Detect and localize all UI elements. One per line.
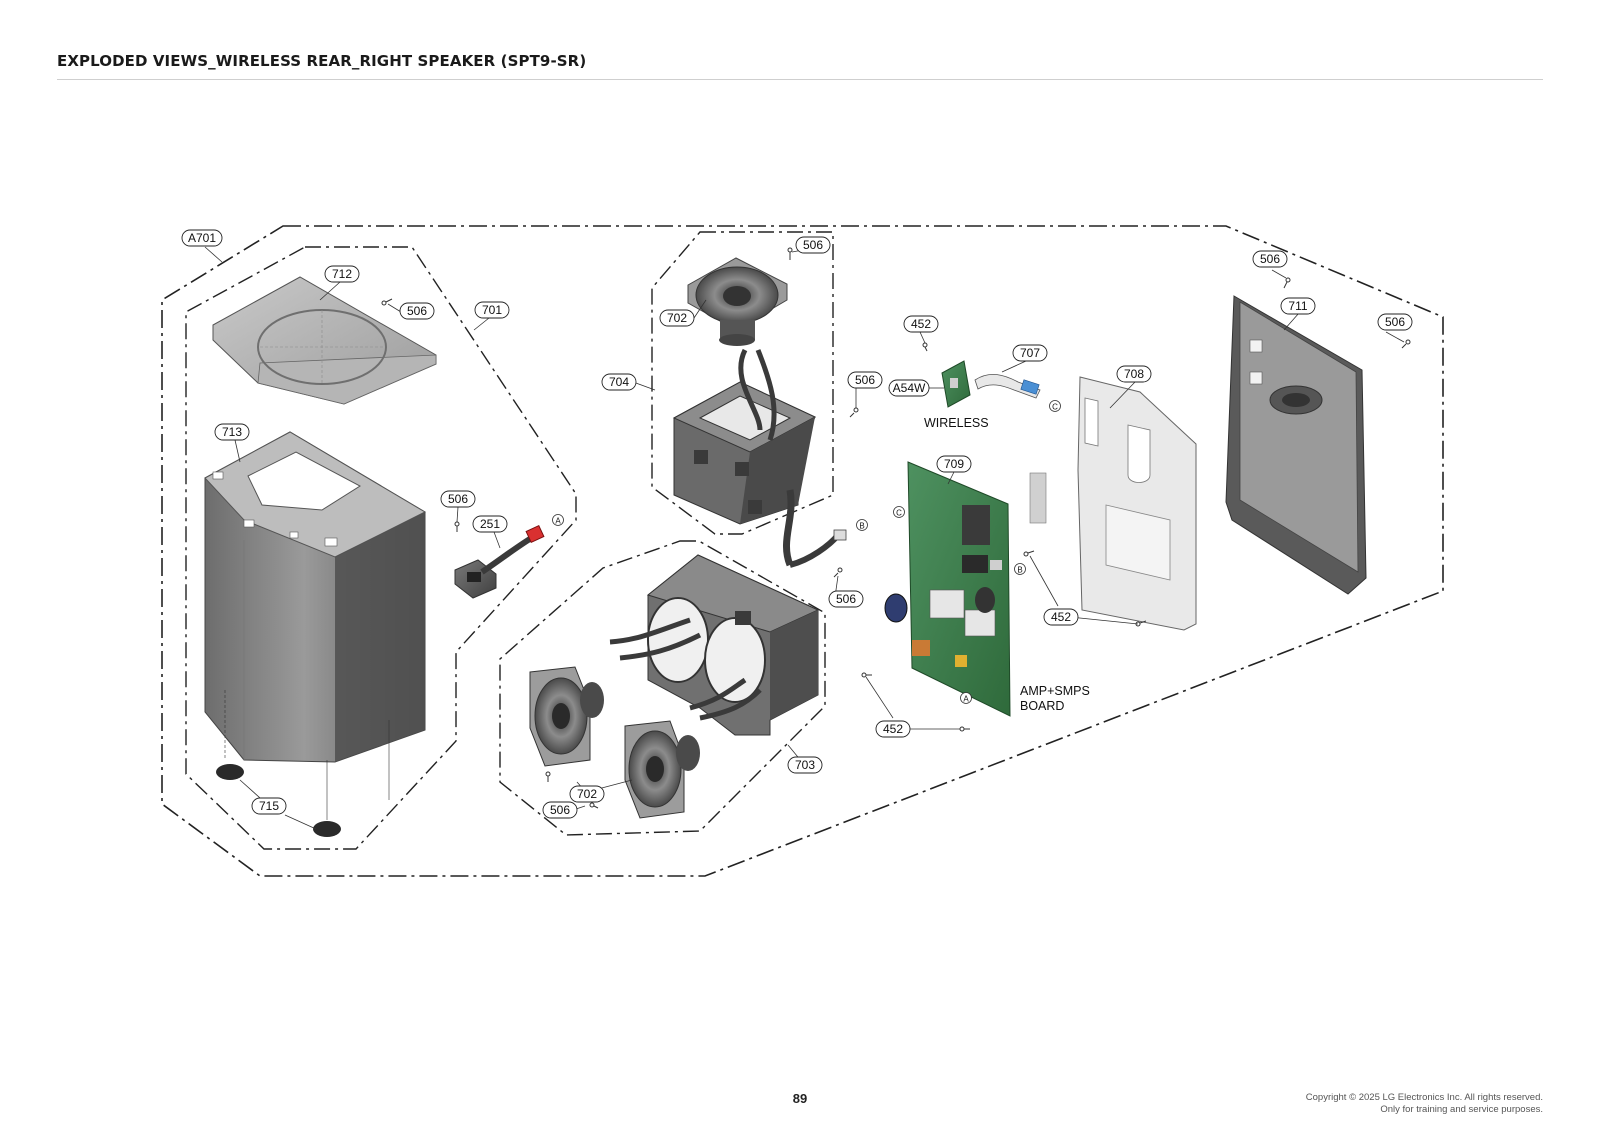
label-board: BOARD — [1020, 699, 1064, 713]
svg-text:506: 506 — [803, 238, 823, 252]
svg-text:452: 452 — [883, 722, 903, 736]
svg-text:506: 506 — [1260, 252, 1280, 266]
svg-text:506: 506 — [407, 304, 427, 318]
main-enclosure-713 — [204, 431, 427, 820]
foot-715-right — [313, 821, 341, 837]
callout-251: 251 — [472, 515, 508, 533]
leader-lines — [204, 246, 1405, 830]
woofer-702-bottom-right — [624, 720, 700, 819]
svg-text:506: 506 — [836, 592, 856, 606]
label-wireless: WIRELESS — [924, 416, 989, 430]
svg-text:704: 704 — [609, 375, 629, 389]
svg-text:702: 702 — [577, 787, 597, 801]
connector-b-top: B — [856, 519, 868, 531]
svg-text:452: 452 — [1051, 610, 1071, 624]
page-title: EXPLODED VIEWS_WIRELESS REAR_RIGHT SPEAK… — [57, 52, 587, 70]
connector-c-ribbon: C — [1049, 400, 1061, 412]
svg-text:712: 712 — [332, 267, 352, 281]
svg-text:C: C — [896, 509, 902, 518]
svg-text:709: 709 — [944, 457, 964, 471]
title-divider — [57, 79, 1543, 80]
callout-a54w: A54W — [888, 379, 930, 397]
svg-text:251: 251 — [480, 517, 500, 531]
copyright-line-2: Only for training and service purposes. — [1380, 1104, 1543, 1115]
svg-text:701: 701 — [482, 303, 502, 317]
callout-506-bottom: 506 — [542, 801, 578, 819]
callout-702-bottom: 702 — [569, 785, 605, 803]
svg-text:715: 715 — [259, 799, 279, 813]
callout-703: 703 — [787, 756, 823, 774]
svg-text:B: B — [1017, 566, 1022, 575]
wireless-module-a54w — [941, 360, 1041, 408]
svg-text:713: 713 — [222, 425, 242, 439]
callout-a701: A701 — [181, 229, 223, 247]
woofer-702-top — [687, 257, 788, 346]
ac-inlet-251 — [454, 524, 545, 599]
callout-708: 708 — [1116, 365, 1152, 383]
svg-text:506: 506 — [550, 803, 570, 817]
callout-701: 701 — [474, 301, 510, 319]
callout-506-top: 506 — [399, 302, 435, 320]
svg-text:506: 506 — [448, 492, 468, 506]
callout-506-711b: 506 — [1377, 313, 1413, 331]
svg-text:A: A — [963, 695, 969, 704]
speaker-box-704 — [672, 348, 847, 568]
copyright-notice: Copyright © 2025 LG Electronics Inc. All… — [1306, 1092, 1543, 1116]
svg-text:B: B — [859, 522, 864, 531]
connector-b-board: B — [1014, 563, 1026, 575]
svg-text:711: 711 — [1288, 299, 1307, 313]
callout-702-top: 702 — [659, 309, 695, 327]
svg-text:506: 506 — [1385, 315, 1405, 329]
callout-711: 711 — [1280, 297, 1316, 315]
callout-506-703: 506 — [828, 590, 864, 608]
callout-709: 709 — [936, 455, 972, 473]
callout-715: 715 — [251, 797, 287, 815]
rear-cover-711 — [1225, 295, 1367, 595]
svg-text:707: 707 — [1020, 346, 1040, 360]
connector-c-board: C — [893, 506, 905, 518]
amp-smps-board-709 — [884, 461, 1011, 717]
callout-707: 707 — [1012, 344, 1048, 362]
assembly-703-boundary — [499, 540, 826, 836]
callout-452-bottom: 452 — [875, 720, 911, 738]
svg-text:C: C — [1052, 403, 1058, 412]
connector-a-top: A — [552, 514, 564, 526]
callout-704: 704 — [601, 373, 637, 391]
callout-506-mid: 506 — [440, 490, 476, 508]
page-number: 89 — [792, 1091, 808, 1106]
callout-452-top: 452 — [903, 315, 939, 333]
foot-715-left — [216, 764, 244, 780]
svg-text:702: 702 — [667, 311, 687, 325]
callout-452-mid: 452 — [1043, 608, 1079, 626]
assembly-a701-boundary — [161, 225, 1444, 877]
top-cover-712 — [212, 276, 437, 405]
speaker-box-703 — [609, 554, 820, 736]
assembly-704-boundary — [651, 231, 834, 535]
woofer-702-bottom-left — [529, 666, 604, 767]
metal-bracket-708 — [1029, 376, 1197, 631]
svg-text:506: 506 — [855, 373, 875, 387]
svg-text:452: 452 — [911, 317, 931, 331]
copyright-line-1: Copyright © 2025 LG Electronics Inc. All… — [1305, 1092, 1543, 1103]
svg-text:A701: A701 — [188, 231, 216, 245]
svg-text:A54W: A54W — [893, 381, 926, 395]
svg-text:703: 703 — [795, 758, 815, 772]
assembly-701-boundary — [185, 246, 577, 850]
label-amp-smps: AMP+SMPS — [1020, 684, 1090, 698]
callout-506-speaker: 506 — [795, 236, 831, 254]
callout-506-711a: 506 — [1252, 250, 1288, 268]
svg-text:708: 708 — [1124, 367, 1144, 381]
callout-506-704: 506 — [847, 371, 883, 389]
callout-713: 713 — [214, 423, 250, 441]
connector-a-board: A — [960, 692, 972, 704]
callout-712: 712 — [324, 265, 360, 283]
svg-text:A: A — [555, 517, 561, 526]
